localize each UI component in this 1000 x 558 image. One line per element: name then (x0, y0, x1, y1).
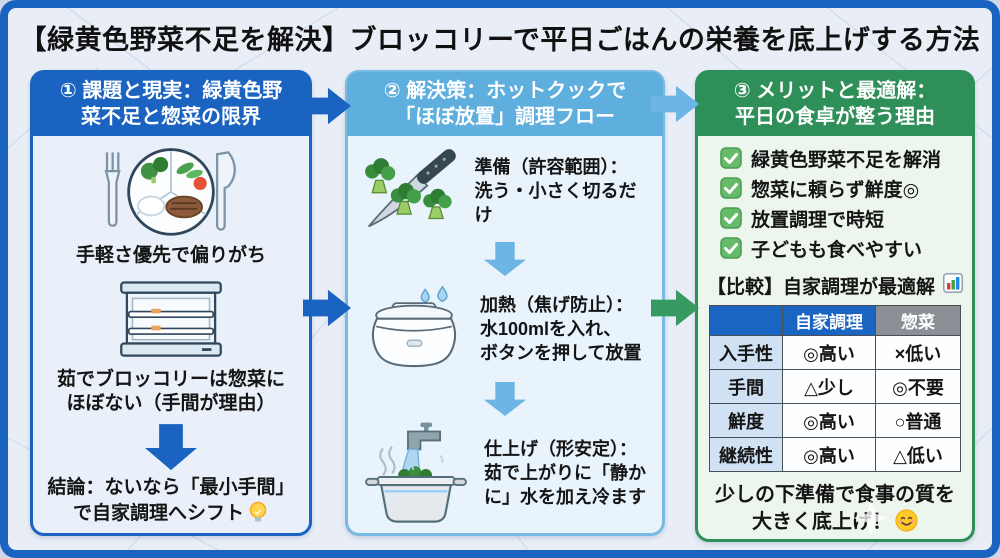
panel-solution-body: 準備（許容範囲）： 洗う・小さく切るだけ 加熱（焦げ防止）： 水100mlを入れ… (348, 135, 662, 533)
panel-problem: ① 課題と現実：緑黄色野 菜不足と惣菜の限界 手軽さ優先で偏りが (30, 70, 312, 536)
checklist-label: 惣菜に頼らず鮮度◎ (751, 179, 920, 201)
step-finish-text: 仕上げ（形安定）： 茹で上がりに「静か に」水を加え冷ます (484, 438, 646, 508)
bar-chart-icon (943, 272, 963, 299)
meal-plate-icon (104, 148, 236, 236)
comparison-title-label: 【比較】自家調理が最適解 (706, 277, 935, 298)
row-label: 継続性 (709, 437, 783, 472)
row-label: 入手性 (709, 335, 783, 370)
col-blank (709, 305, 783, 336)
checklist-item: 子どもも食べやすい (698, 233, 972, 263)
row-home-value: △少し (782, 369, 876, 404)
row-label: 手間 (709, 369, 783, 404)
merit-footer: 少しの下準備で食事の質を 大きく底上げ！ (715, 482, 955, 540)
conclusion-text: 結論：ないなら「最小手間」 で自家調理へシフト (47, 476, 294, 530)
step-prepare: 準備（許容範囲）： 洗う・小さく切るだけ (348, 145, 662, 237)
row-home-value: ◎高い (782, 335, 876, 370)
panel-solution: ② 解決策：ホットクックで 「ほぼ放置」調理フロー 準備（許容範囲）： 洗う・小… (345, 70, 665, 536)
checklist-label: 子どもも食べやすい (751, 239, 923, 261)
step-heat: 加熱（焦げ防止）： 水100mlを入れ、 ボタンを押して放置 (348, 281, 662, 377)
checklist-item: 惣菜に頼らず鮮度◎ (698, 173, 972, 203)
broccoli-knife-icon (365, 149, 456, 228)
page-title: 【緑黄色野菜不足を解決】ブロッコリーで平日ごはんの栄養を底上げする方法 (19, 25, 981, 55)
hotcook-icon (371, 285, 457, 368)
table-header-row: 自家調理 惣菜 (709, 305, 961, 336)
row-deli-value: △低い (875, 437, 961, 472)
caption-convenience: 手軽さ優先で偏りがち (75, 245, 266, 266)
panel-problem-body: 手軽さ優先で偏りがち 茹でブロッコリーは惣菜に ほぼない（手間が理由） 結論：な… (33, 135, 309, 533)
pot-faucet-icon (365, 422, 467, 523)
panel-problem-header: ① 課題と現実：緑黄色野 菜不足と惣菜の限界 (32, 72, 310, 136)
down-arrow-icon (483, 382, 527, 416)
caption-no-deli: 茹でブロッコリーは惣菜に ほぼない（手間が理由） (56, 368, 285, 415)
panel-merit-body: 緑黄色野菜不足を解消 惣菜に頼らず鮮度◎ 放置調理で時短 子どもも食べやすい 【… (698, 135, 972, 540)
panel-merit-header: ③ メリットと最適解： 平日の食卓が整う理由 (697, 72, 973, 136)
table-row: 手間 △少し ◎不要 (709, 369, 961, 404)
check-icon (720, 207, 742, 229)
smiling-face-icon (895, 509, 918, 540)
panel-solution-header: ② 解決策：ホットクックで 「ほぼ放置」調理フロー (347, 72, 663, 136)
down-arrow-icon (145, 424, 197, 471)
check-icon (720, 177, 742, 199)
merit-footer-label: 少しの下準備で食事の質を 大きく底上げ！ (715, 484, 955, 533)
check-icon (720, 237, 742, 259)
table-row: 入手性 ◎高い ×低い (709, 335, 961, 370)
checklist-item: 放置調理で時短 (698, 203, 972, 233)
comparison-title: 【比較】自家調理が最適解 (707, 272, 963, 299)
step-finish: 仕上げ（形安定）： 茹で上がりに「静か に」水を加え冷ます (348, 421, 662, 525)
col-home-cooking: 自家調理 (782, 305, 876, 336)
deli-display-case-icon (120, 281, 222, 357)
comparison-table: 自家調理 惣菜 入手性 ◎高い ×低い 手間 △少し ◎不要 (709, 305, 961, 472)
check-icon (720, 147, 742, 169)
panel-merit: ③ メリットと最適解： 平日の食卓が整う理由 緑黄色野菜不足を解消 惣菜に頼らず… (695, 70, 975, 542)
table-row: 継続性 ◎高い △低い (709, 437, 961, 472)
checklist-item: 緑黄色野菜不足を解消 (698, 143, 972, 173)
row-deli-value: ◎不要 (875, 369, 961, 404)
row-home-value: ◎高い (782, 437, 876, 472)
conclusion-label: 結論：ないなら「最小手間」 で自家調理へシフト (47, 477, 295, 524)
row-home-value: ◎高い (782, 403, 876, 438)
step-prepare-text: 準備（許容範囲）： 洗う・小さく切るだけ (474, 156, 637, 226)
col-deli: 惣菜 (875, 305, 961, 336)
step-heat-text: 加熱（焦げ防止）： 水100mlを入れ、 ボタンを押して放置 (480, 294, 642, 364)
table-row: 鮮度 ◎高い ○普通 (709, 403, 961, 438)
lightbulb-icon (247, 501, 269, 531)
checklist-label: 放置調理で時短 (751, 209, 885, 231)
row-deli-value: ○普通 (875, 403, 961, 438)
row-label: 鮮度 (709, 403, 783, 438)
down-arrow-icon (483, 242, 527, 276)
checklist-label: 緑黄色野菜不足を解消 (751, 149, 942, 171)
row-deli-value: ×低い (875, 335, 961, 370)
